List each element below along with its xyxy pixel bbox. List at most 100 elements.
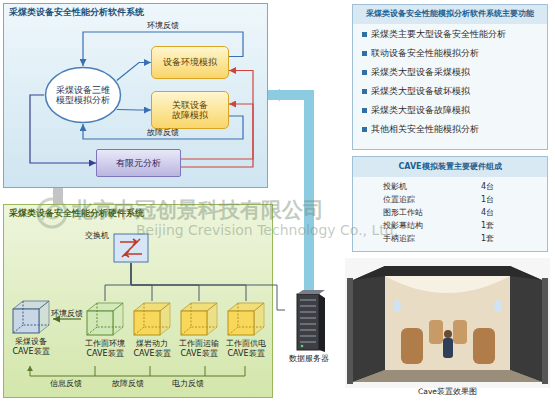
node-label: CAVE模拟装置主要硬件组成 xyxy=(356,162,544,172)
switch-body xyxy=(114,234,148,262)
cave-render-illustration xyxy=(345,258,550,388)
list-bullet xyxy=(362,127,367,132)
cube-edges xyxy=(181,303,217,335)
cave-cube-icon xyxy=(179,301,219,337)
cube-side xyxy=(254,303,264,335)
feedback-label: 信息反馈 xyxy=(50,379,82,388)
node-label: 交换机 xyxy=(85,231,109,241)
list-bullet xyxy=(362,70,367,75)
node-label: 数据服务器 xyxy=(279,354,339,364)
cave-cube-icon xyxy=(226,301,266,337)
process-box: 关联设备故障模拟 xyxy=(151,91,229,129)
server-led xyxy=(301,345,304,348)
node-text: 采煤类大型设备采煤模拟 xyxy=(371,67,470,77)
cave-device: 工作面供电 CAVE装置 xyxy=(222,301,270,363)
process-box: 有限元分析 xyxy=(96,149,181,177)
node-label: 采煤设备 CAVE装置 xyxy=(9,337,53,357)
list-bullet xyxy=(362,108,367,113)
server-node: 数据服务器 xyxy=(285,290,333,366)
node-label: 设备环境模拟 xyxy=(154,57,226,67)
list-bullet xyxy=(362,89,367,94)
node-text: 位置追踪 xyxy=(383,195,415,205)
list-bullet xyxy=(362,32,367,37)
server-slots xyxy=(300,300,316,342)
person-head xyxy=(444,330,452,338)
cube-side xyxy=(207,303,217,335)
node-text: 投影机 xyxy=(383,182,407,192)
cube-edges xyxy=(13,301,49,333)
cube-edges xyxy=(87,303,123,335)
edge-label: 环境反馈 xyxy=(147,21,179,31)
cabin-floor xyxy=(353,370,542,382)
connector xyxy=(53,188,63,204)
cave-render-figure: Cave装置效果图 xyxy=(345,258,550,400)
node-label: 工作面环境 CAVE装置 xyxy=(81,339,129,359)
cube-side xyxy=(113,303,123,335)
seat xyxy=(401,328,423,364)
node-label: 采煤类设备安全性能分析软件系统 xyxy=(9,7,144,17)
node-text: 1套 xyxy=(481,234,494,244)
node-text: 其他相关安全性能模拟分析 xyxy=(371,124,479,134)
server-side xyxy=(319,294,325,352)
cabin-ceiling xyxy=(385,276,510,293)
cube-edges xyxy=(228,303,264,335)
node-text: 采煤类主要大型设备安全性能分析 xyxy=(371,29,506,39)
window xyxy=(494,300,502,312)
cube-side xyxy=(39,301,49,333)
cube-edges xyxy=(134,303,170,335)
cave-device: 工作面运输 CAVE装置 xyxy=(175,301,223,363)
backdrop xyxy=(345,258,550,388)
node-text: 联动设备安全性能模拟分析 xyxy=(371,48,479,58)
cabin-wall xyxy=(385,276,510,370)
left-post xyxy=(347,278,353,384)
feedback-label: 故障反馈 xyxy=(112,379,144,388)
node-text: 4台 xyxy=(481,182,494,192)
top-beam xyxy=(353,266,542,280)
window xyxy=(393,300,401,312)
seat xyxy=(453,320,467,344)
software-system-panel: 采煤类设备安全性能分析软件系统采煤设备三维模型模拟分析 设备环境模拟关联设备故障模… xyxy=(3,3,268,188)
node-label: 关联设备故障模拟 xyxy=(170,100,210,120)
node-label: 煤岩动力 CAVE装置 xyxy=(128,339,176,359)
connector xyxy=(268,95,309,290)
list-bullet xyxy=(362,51,367,56)
node-text: 采煤类大型设备破坏模拟 xyxy=(371,86,470,96)
server-top xyxy=(297,290,325,294)
node-text: 1套 xyxy=(481,221,494,231)
seat xyxy=(473,328,495,364)
cave-device: 煤岩动力 CAVE装置 xyxy=(128,301,176,363)
cave-cube-icon xyxy=(132,301,172,337)
left-screen xyxy=(353,266,385,382)
watermark: Beijing Crevision Technology Co., Ltd. xyxy=(136,222,398,239)
node-label: Cave装置效果图 xyxy=(345,387,550,396)
cave-cube-icon xyxy=(11,299,51,335)
node-label: 工作面运输 CAVE装置 xyxy=(175,339,223,359)
process-box: 设备环境模拟 xyxy=(151,46,229,79)
server-front xyxy=(297,294,319,350)
process-ellipse: 采煤设备三维模型模拟分析 xyxy=(44,66,122,124)
function-list-box: 采煤类设备安全性能模拟分析软件系统主要功能采煤类主要大型设备安全性能分析联动设备… xyxy=(352,4,548,150)
feedback-label: 电力反馈 xyxy=(172,379,204,388)
node-text: 1台 xyxy=(481,195,494,205)
cave-device: 工作面环境 CAVE装置 xyxy=(81,301,129,363)
cave-cube-icon xyxy=(85,301,125,337)
server-icon xyxy=(285,290,333,352)
person-body xyxy=(443,338,453,358)
right-post xyxy=(542,278,548,384)
switch-arrows xyxy=(120,239,142,257)
node-label: 采煤类设备安全性能模拟分析软件系统主要功能 xyxy=(356,9,544,19)
edge-label: 环境反馈 xyxy=(51,309,83,318)
cave-device: 采煤设备 CAVE装置 xyxy=(9,299,53,363)
edge-label: 故障反馈 xyxy=(147,128,179,138)
seat xyxy=(429,320,443,344)
node-label: 工作面供电 CAVE装置 xyxy=(222,339,270,359)
ellipse-shape xyxy=(46,68,121,123)
node-text: 4台 xyxy=(481,208,494,218)
node-text: 采煤类大型设备故障模拟 xyxy=(371,105,470,115)
cube-side xyxy=(160,303,170,335)
node-text: 图形工作站 xyxy=(383,208,423,218)
right-screen xyxy=(510,266,542,382)
watermark: 北京中冠创景科技有限公司 xyxy=(72,198,324,223)
node-label: 采煤设备三维模型模拟分析 xyxy=(55,85,111,105)
